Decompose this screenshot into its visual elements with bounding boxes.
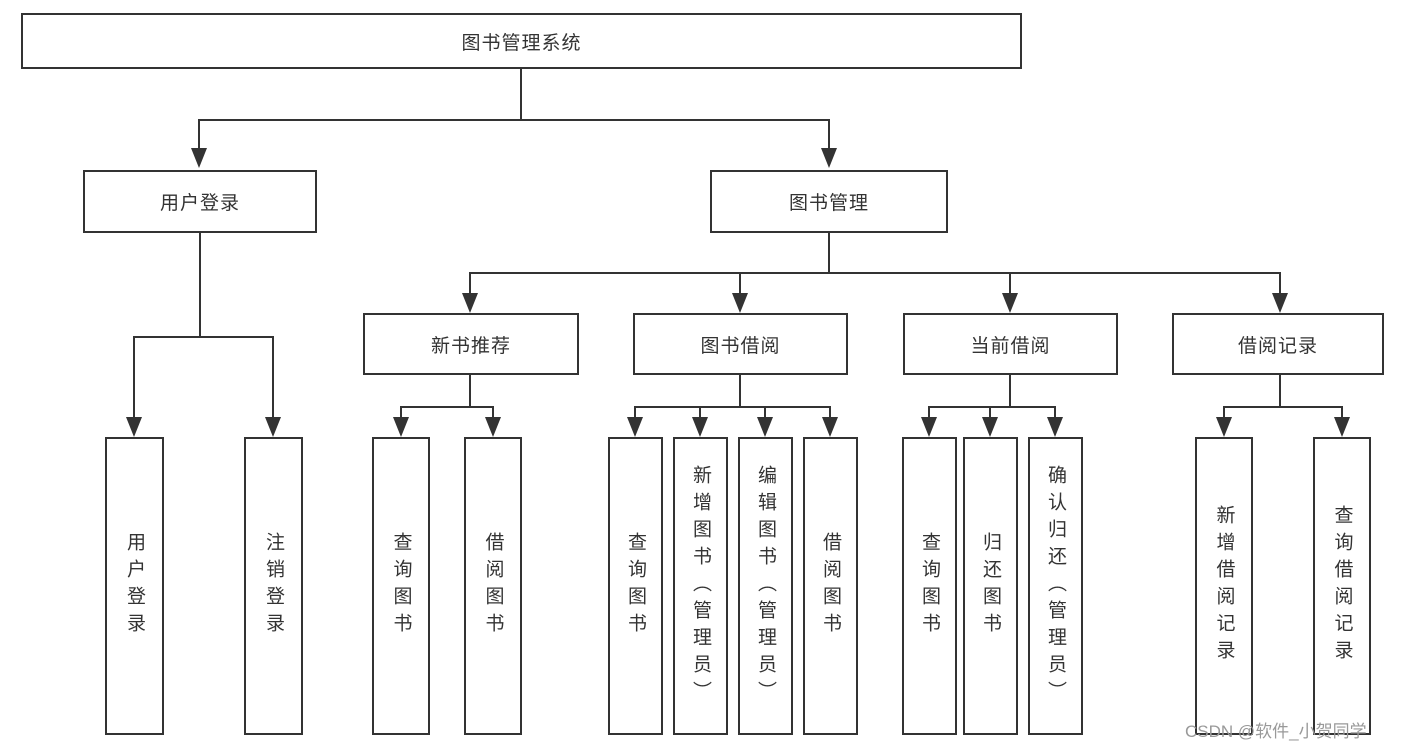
node-logout-leaf-label: 注销登录 — [263, 532, 284, 640]
node-new-book-recommendation: 新书推荐 — [363, 313, 579, 375]
node-borrowing-records: 借阅记录 — [1172, 313, 1384, 375]
node-query-books-borrowing: 查询图书 — [608, 437, 663, 735]
arrow-down-icon — [921, 417, 937, 437]
arrow-down-icon — [822, 417, 838, 437]
node-add-books-admin: 新增图书（管理员） — [673, 437, 728, 735]
connector-leaf-stem — [492, 406, 494, 417]
connector-leaf-stem — [400, 406, 402, 417]
node-query-books-current: 查询图书 — [902, 437, 957, 735]
node-book-borrowing: 图书借阅 — [633, 313, 848, 375]
connector-leaf-stem — [764, 406, 766, 417]
arrow-down-icon — [821, 148, 837, 168]
arrow-down-icon — [982, 417, 998, 437]
connector-book-borrowing-stem — [739, 375, 741, 406]
arrow-down-icon — [1334, 417, 1350, 437]
arrow-down-icon — [265, 417, 281, 437]
node-current-borrowing: 当前借阅 — [903, 313, 1118, 375]
node-borrow-books-borrowing-label: 借阅图书 — [820, 532, 841, 640]
connector-leaf-stem — [829, 406, 831, 417]
node-query-books-recommend-label: 查询图书 — [390, 532, 412, 640]
connector-new-book-recommendation-branch — [401, 406, 493, 408]
arrow-down-icon — [1272, 293, 1288, 313]
connector-root-stem — [520, 69, 522, 119]
csdn-watermark: CSDN @软件_小贺同学 — [1185, 722, 1367, 741]
node-add-borrowing-record: 新增借阅记录 — [1195, 437, 1253, 735]
node-query-borrowing-record-label: 查询借阅记录 — [1331, 505, 1353, 667]
node-add-books-admin-label: 新增图书（管理员） — [690, 464, 711, 708]
arrow-down-icon — [462, 293, 478, 313]
arrow-down-icon — [757, 417, 773, 437]
arrow-down-icon — [732, 293, 748, 313]
node-book-borrowing-label: 图书借阅 — [700, 335, 781, 357]
node-edit-books-admin-label: 编辑图书（管理员） — [755, 464, 776, 708]
connector-user-login-branch — [134, 336, 274, 338]
node-library-management-system-label: 图书管理系统 — [461, 32, 582, 54]
node-query-books-recommend: 查询图书 — [372, 437, 430, 735]
connector-leaf-stem — [699, 406, 701, 417]
connector-leaf-stem — [989, 406, 991, 417]
connector-to-user-login — [198, 119, 200, 148]
node-borrow-books-borrowing: 借阅图书 — [803, 437, 858, 735]
connector-to-book-management — [828, 119, 830, 148]
node-user-login-label: 用户登录 — [159, 193, 240, 214]
node-query-books-borrowing-label: 查询图书 — [625, 532, 646, 640]
connector-new-book-recommendation-stem — [469, 375, 471, 406]
connector-to-user-login-leaf — [133, 336, 135, 417]
connector-to-current-borrowing — [1009, 272, 1011, 293]
node-book-management: 图书管理 — [710, 170, 948, 233]
connector-leaf-stem — [1341, 406, 1343, 417]
arrow-down-icon — [627, 417, 643, 437]
connector-book-management-stem — [828, 233, 830, 272]
arrow-down-icon — [1216, 417, 1232, 437]
arrow-down-icon — [485, 417, 501, 437]
node-confirm-return-admin-label: 确认归还（管理员） — [1045, 464, 1066, 708]
arrow-down-icon — [191, 148, 207, 168]
arrow-down-icon — [1002, 293, 1018, 313]
arrow-down-icon — [126, 417, 142, 437]
node-query-books-current-label: 查询图书 — [919, 532, 940, 640]
node-edit-books-admin: 编辑图书（管理员） — [738, 437, 793, 735]
connector-book-borrowing-branch — [635, 406, 831, 408]
connector-leaf-stem — [1223, 406, 1225, 417]
node-user-login-leaf: 用户登录 — [105, 437, 164, 735]
node-add-borrowing-record-label: 新增借阅记录 — [1213, 505, 1235, 667]
node-current-borrowing-label: 当前借阅 — [970, 335, 1051, 357]
arrow-down-icon — [692, 417, 708, 437]
node-logout-leaf: 注销登录 — [244, 437, 303, 735]
connector-to-logout-leaf — [272, 336, 274, 417]
connector-borrowing-records-branch — [1224, 406, 1342, 408]
node-user-login-leaf-label: 用户登录 — [124, 532, 145, 640]
connector-leaf-stem — [928, 406, 930, 417]
connector-current-borrowing-branch — [929, 406, 1056, 408]
node-return-books: 归还图书 — [963, 437, 1018, 735]
node-confirm-return-admin: 确认归还（管理员） — [1028, 437, 1083, 735]
arrow-down-icon — [393, 417, 409, 437]
connector-current-borrowing-stem — [1009, 375, 1011, 406]
connector-borrowing-records-stem — [1279, 375, 1281, 406]
arrow-down-icon — [1047, 417, 1063, 437]
connector-to-book-borrowing — [739, 272, 741, 293]
connector-user-login-stem — [199, 233, 201, 336]
node-return-books-label: 归还图书 — [980, 532, 1001, 640]
node-user-login: 用户登录 — [83, 170, 317, 233]
node-borrowing-records-label: 借阅记录 — [1237, 335, 1318, 357]
node-book-management-label: 图书管理 — [788, 193, 869, 214]
node-library-management-system: 图书管理系统 — [21, 13, 1022, 69]
node-borrow-books-recommend: 借阅图书 — [464, 437, 522, 735]
connector-to-borrowing-records — [1279, 272, 1281, 293]
connector-book-management-branch — [470, 272, 1280, 274]
node-new-book-recommendation-label: 新书推荐 — [430, 335, 511, 357]
node-borrow-books-recommend-label: 借阅图书 — [482, 532, 504, 640]
connector-to-new-book-recommendation — [469, 272, 471, 293]
node-query-borrowing-record: 查询借阅记录 — [1313, 437, 1371, 735]
connector-root-branch — [199, 119, 830, 121]
connector-leaf-stem — [1054, 406, 1056, 417]
connector-leaf-stem — [634, 406, 636, 417]
